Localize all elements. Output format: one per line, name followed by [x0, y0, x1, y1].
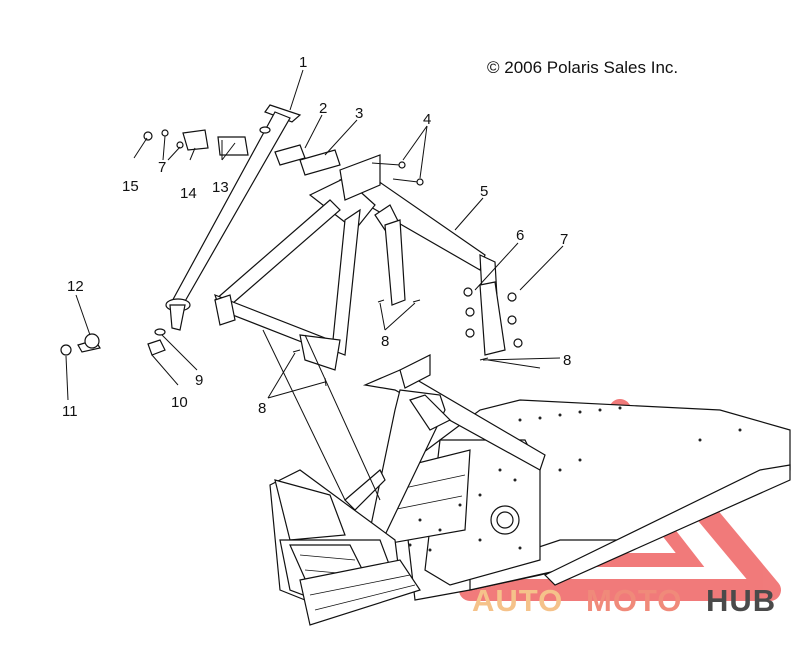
watermark-text: AUTO MOTO HUB	[472, 583, 776, 618]
copyright-text: © 2006 Polaris Sales Inc.	[487, 58, 679, 77]
small-parts	[60, 129, 523, 387]
callout-10: 10	[171, 394, 188, 411]
callout-8-right: 8	[563, 352, 571, 369]
watermark-moto: MOTO	[586, 583, 682, 618]
callout-1: 1	[299, 54, 307, 71]
leader-lines	[65, 69, 564, 501]
callout-9: 9	[195, 372, 203, 389]
callout-6: 6	[516, 227, 524, 244]
watermark-auto: AUTO	[472, 583, 563, 618]
callout-12: 12	[67, 278, 84, 295]
callout-7-left: 7	[158, 159, 166, 176]
callout-5: 5	[480, 183, 488, 200]
roll-bar-assembly	[214, 154, 506, 371]
callout-3: 3	[355, 105, 363, 122]
callout-8-center: 8	[381, 333, 389, 350]
watermark-hub: HUB	[706, 583, 776, 618]
callout-labels: 1 2 3 4 5 6 7 7 8 8 8 9 10 11 12 13 14 1…	[62, 54, 571, 420]
callout-11: 11	[62, 403, 78, 420]
callout-14: 14	[180, 185, 197, 202]
callout-15: 15	[122, 178, 139, 195]
chassis-frame	[269, 354, 791, 626]
callout-7-right: 7	[560, 231, 568, 248]
floor-holes	[408, 406, 742, 552]
callout-2: 2	[319, 100, 327, 117]
callout-13: 13	[212, 179, 229, 196]
callout-4: 4	[423, 111, 431, 128]
callout-8-left: 8	[258, 400, 266, 417]
steering-shaft	[165, 104, 302, 331]
